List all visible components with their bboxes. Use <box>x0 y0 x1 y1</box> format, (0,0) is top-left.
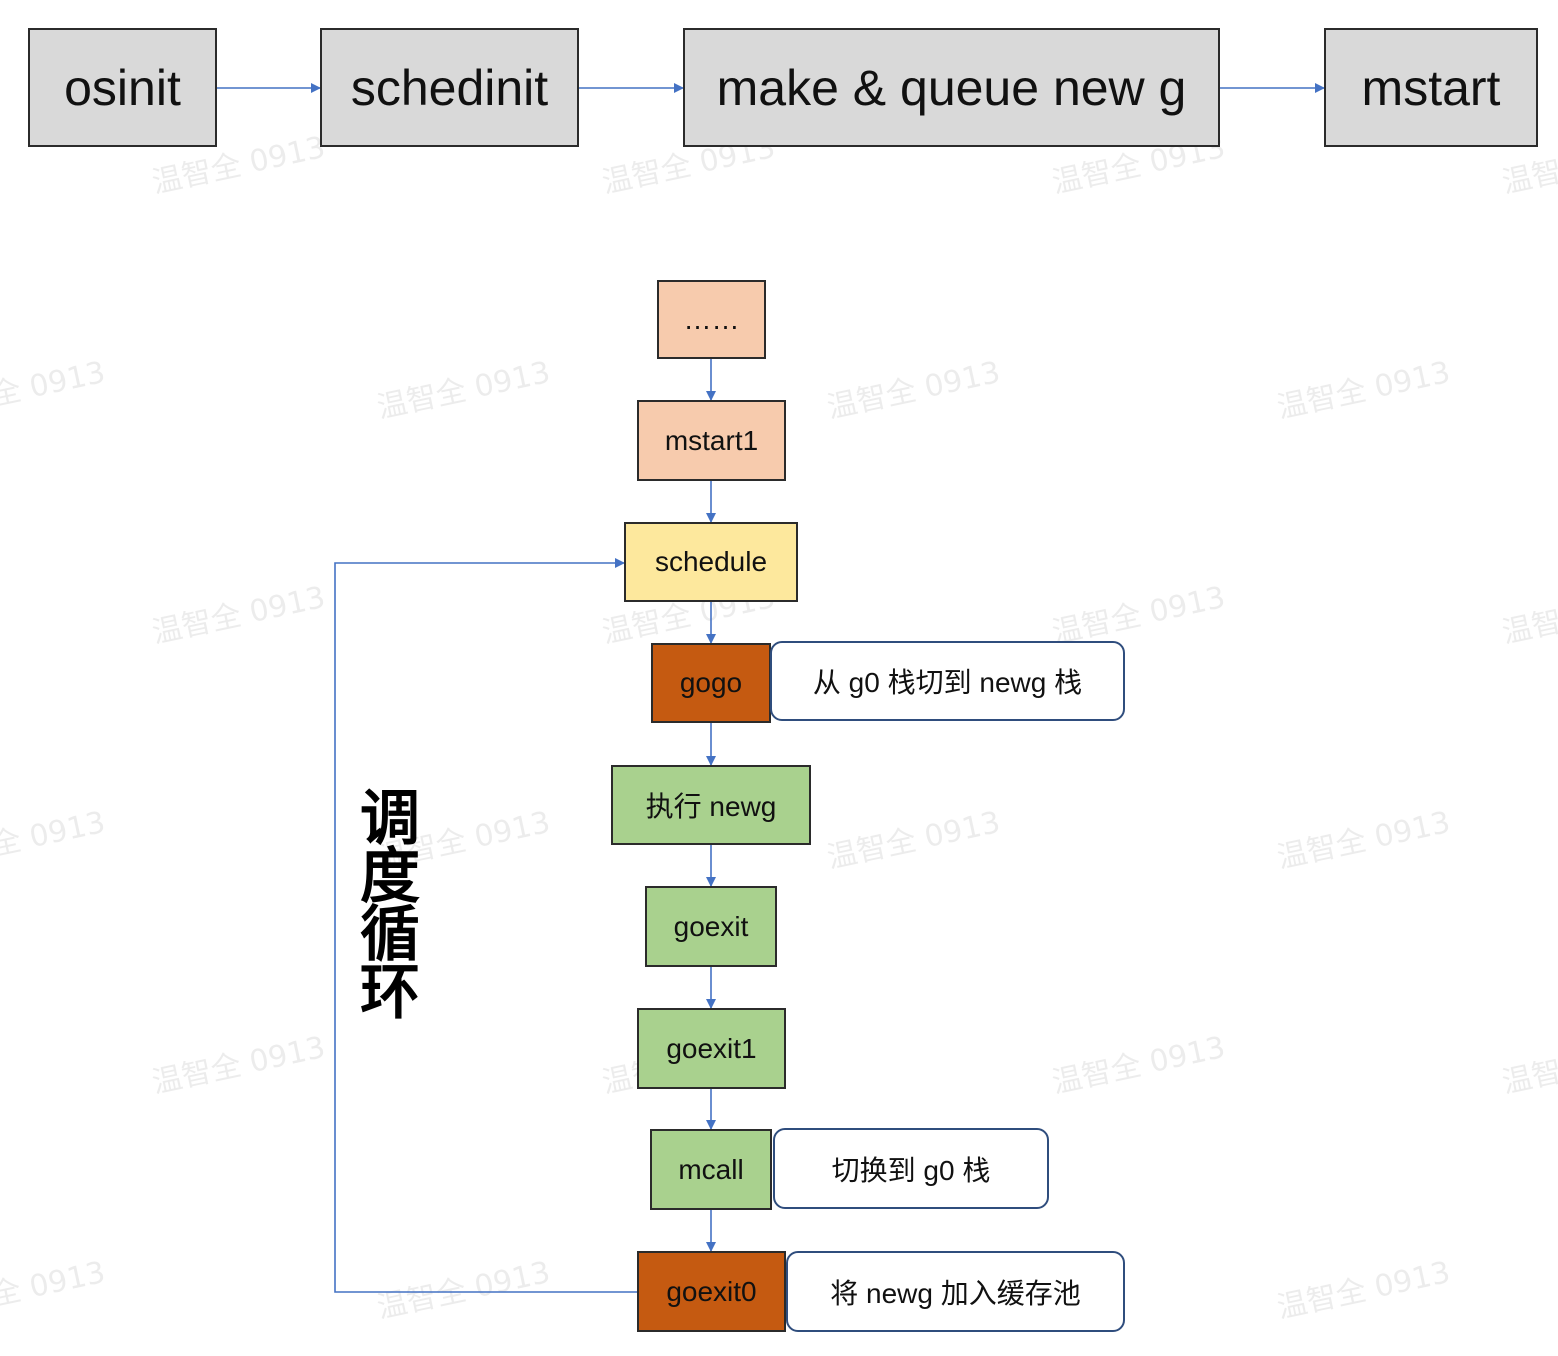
mcall-box: mcall <box>650 1129 772 1210</box>
ellipsis-box: …… <box>657 280 766 359</box>
gogo-box: gogo <box>651 643 771 723</box>
mstart-box: mstart <box>1324 28 1538 147</box>
goexit0-box: goexit0 <box>637 1251 786 1332</box>
schedule-box: schedule <box>624 522 798 602</box>
exec-newg-box: 执行 newg <box>611 765 811 845</box>
osinit-box: osinit <box>28 28 217 147</box>
goexit0-note: 将 newg 加入缓存池 <box>786 1251 1125 1332</box>
mstart1-box: mstart1 <box>637 400 786 481</box>
mcall-note: 切换到 g0 栈 <box>773 1128 1049 1209</box>
make-queue-new-g-box: make & queue new g <box>683 28 1220 147</box>
schedinit-box: schedinit <box>320 28 579 147</box>
gogo-note: 从 g0 栈切到 newg 栈 <box>770 641 1125 721</box>
goexit1-box: goexit1 <box>637 1008 786 1089</box>
goexit-box: goexit <box>645 886 777 967</box>
scheduling-loop-label: 调度循环 <box>360 784 420 1028</box>
loop-back-arrow <box>334 558 638 1293</box>
